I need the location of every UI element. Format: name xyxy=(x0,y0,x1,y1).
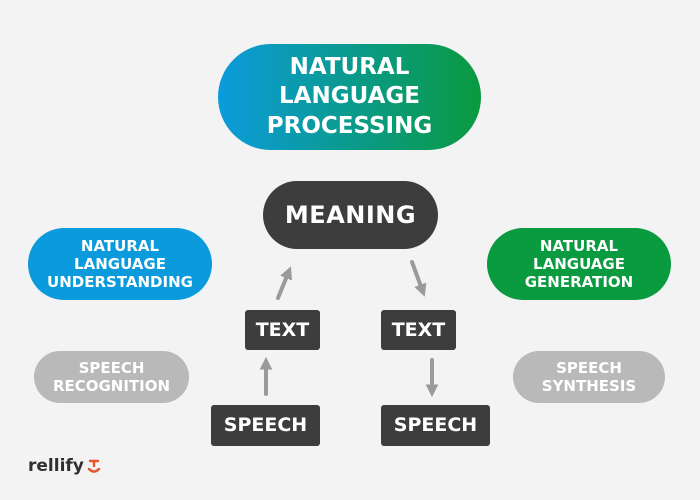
brand-name: rellify xyxy=(28,456,84,476)
speech-recognition-label: SPEECH RECOGNITION xyxy=(52,359,171,395)
meaning-label: MEANING xyxy=(284,200,417,229)
nlp-label: NATURAL LANGUAGE PROCESSING xyxy=(266,53,433,139)
text-node-right: TEXT xyxy=(381,310,456,350)
speech-synthesis-node: SPEECH SYNTHESIS xyxy=(513,351,665,403)
speech-right-label: SPEECH xyxy=(393,414,478,437)
understanding-node: NATURAL LANGUAGE UNDERSTANDING xyxy=(28,228,212,300)
arrow-meaning-to-text xyxy=(410,260,427,297)
speech-recognition-node: SPEECH RECOGNITION xyxy=(34,351,189,403)
text-right-label: TEXT xyxy=(391,318,446,341)
generation-label: NATURAL LANGUAGE GENERATION xyxy=(524,237,634,291)
generation-node: NATURAL LANGUAGE GENERATION xyxy=(487,228,671,300)
arrow-text-to-meaning xyxy=(276,266,293,300)
speech-synthesis-label: SPEECH SYNTHESIS xyxy=(541,359,637,395)
meaning-node: MEANING xyxy=(263,181,438,249)
nlp-node: NATURAL LANGUAGE PROCESSING xyxy=(218,44,481,150)
brand-logo: rellify xyxy=(28,456,101,476)
text-node-left: TEXT xyxy=(245,310,320,350)
speech-node-right: SPEECH xyxy=(381,405,490,446)
text-left-label: TEXT xyxy=(255,318,310,341)
speech-node-left: SPEECH xyxy=(211,405,320,446)
rellify-logo-icon xyxy=(87,459,101,473)
understanding-label: NATURAL LANGUAGE UNDERSTANDING xyxy=(47,237,193,291)
speech-left-label: SPEECH xyxy=(223,414,308,437)
